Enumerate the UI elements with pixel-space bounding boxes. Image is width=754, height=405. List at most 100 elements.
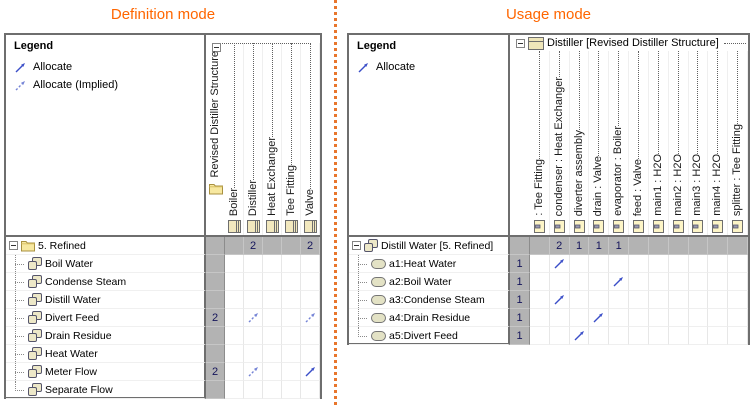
row-header[interactable]: Heat Water: [6, 345, 206, 363]
matrix-cell[interactable]: [708, 309, 729, 327]
matrix-cell[interactable]: [549, 309, 570, 327]
matrix-cell[interactable]: [244, 381, 263, 399]
matrix-cell[interactable]: [708, 237, 729, 255]
matrix-cell[interactable]: [244, 345, 263, 363]
matrix-cell[interactable]: [282, 273, 301, 291]
column-header[interactable]: splitter : Tee Fitting: [728, 51, 748, 235]
matrix-cell[interactable]: [728, 273, 748, 291]
matrix-cell[interactable]: 1: [569, 237, 590, 255]
matrix-cell[interactable]: [282, 327, 301, 345]
column-header[interactable]: drain : Valve: [589, 51, 610, 235]
matrix-cell[interactable]: [301, 363, 320, 381]
matrix-cell[interactable]: [301, 381, 320, 399]
row-header[interactable]: a4:Drain Residue: [349, 309, 510, 327]
matrix-cell[interactable]: [629, 291, 649, 309]
matrix-cell[interactable]: [688, 309, 709, 327]
matrix-cell[interactable]: [301, 291, 320, 309]
matrix-cell[interactable]: [263, 273, 282, 291]
column-header[interactable]: Boiler: [225, 43, 244, 235]
matrix-cell[interactable]: [648, 327, 669, 345]
row-header[interactable]: Meter Flow: [6, 363, 206, 381]
matrix-cell[interactable]: 2: [301, 237, 320, 255]
matrix-cell[interactable]: [708, 273, 729, 291]
row-header[interactable]: a2:Boil Water: [349, 273, 510, 291]
matrix-cell[interactable]: [244, 291, 263, 309]
matrix-cell[interactable]: [569, 309, 590, 327]
matrix-cell[interactable]: [668, 327, 689, 345]
matrix-cell[interactable]: [589, 309, 610, 327]
matrix-cell[interactable]: [569, 273, 590, 291]
matrix-cell[interactable]: [688, 327, 709, 345]
matrix-cell[interactable]: [609, 291, 630, 309]
matrix-cell[interactable]: [244, 363, 263, 381]
matrix-cell[interactable]: [263, 255, 282, 273]
row-header[interactable]: a3:Condense Steam: [349, 291, 510, 309]
row-header[interactable]: Divert Feed: [6, 309, 206, 327]
matrix-cell[interactable]: [263, 345, 282, 363]
matrix-cell[interactable]: [629, 237, 649, 255]
matrix-cell[interactable]: [301, 255, 320, 273]
matrix-cell[interactable]: [629, 309, 649, 327]
matrix-cell[interactable]: [225, 237, 244, 255]
matrix-cell[interactable]: [609, 327, 630, 345]
matrix-cell[interactable]: [589, 273, 610, 291]
column-header[interactable]: Tee Fitting: [282, 43, 301, 235]
matrix-cell[interactable]: [282, 291, 301, 309]
matrix-cell[interactable]: [282, 237, 301, 255]
matrix-cell[interactable]: [688, 255, 709, 273]
row-header[interactable]: Distill Water [5. Refined]: [349, 237, 510, 255]
matrix-cell[interactable]: [688, 237, 709, 255]
matrix-cell[interactable]: [225, 327, 244, 345]
matrix-cell[interactable]: [530, 255, 550, 273]
column-header[interactable]: Valve: [301, 43, 320, 235]
matrix-cell[interactable]: [569, 291, 590, 309]
column-header[interactable]: evaporator : Boiler: [609, 51, 630, 235]
matrix-cell[interactable]: [609, 273, 630, 291]
matrix-cell[interactable]: [728, 255, 748, 273]
row-header[interactable]: Condense Steam: [6, 273, 206, 291]
matrix-cell[interactable]: [244, 327, 263, 345]
matrix-cell[interactable]: [263, 309, 282, 327]
matrix-cell[interactable]: [569, 255, 590, 273]
matrix-cell[interactable]: [648, 255, 669, 273]
matrix-cell[interactable]: [629, 273, 649, 291]
matrix-cell[interactable]: [530, 237, 550, 255]
matrix-cell[interactable]: [225, 345, 244, 363]
matrix-cell[interactable]: [282, 381, 301, 399]
matrix-cell[interactable]: [263, 237, 282, 255]
column-header[interactable]: main1 : H2O: [649, 51, 669, 235]
matrix-cell[interactable]: [225, 381, 244, 399]
matrix-cell[interactable]: [708, 327, 729, 345]
matrix-cell[interactable]: 1: [609, 237, 630, 255]
matrix-cell[interactable]: [530, 273, 550, 291]
matrix-cell[interactable]: [688, 273, 709, 291]
row-header[interactable]: 5. Refined: [6, 237, 206, 255]
matrix-cell[interactable]: [225, 363, 244, 381]
matrix-cell[interactable]: [225, 309, 244, 327]
row-header[interactable]: Separate Flow: [6, 381, 206, 399]
matrix-cell[interactable]: [648, 309, 669, 327]
matrix-cell[interactable]: 1: [589, 237, 610, 255]
matrix-cell[interactable]: [629, 255, 649, 273]
matrix-cell[interactable]: [530, 291, 550, 309]
matrix-cell[interactable]: [225, 273, 244, 291]
collapse-expander[interactable]: [212, 39, 221, 57]
matrix-cell[interactable]: [668, 273, 689, 291]
row-header[interactable]: a1:Heat Water: [349, 255, 510, 273]
matrix-cell[interactable]: [301, 327, 320, 345]
matrix-cell[interactable]: [225, 255, 244, 273]
column-header[interactable]: Heat Exchanger: [263, 43, 282, 235]
matrix-cell[interactable]: [263, 327, 282, 345]
matrix-cell[interactable]: [708, 255, 729, 273]
matrix-cell[interactable]: [549, 327, 570, 345]
matrix-cell[interactable]: [301, 345, 320, 363]
matrix-cell[interactable]: [549, 255, 570, 273]
matrix-cell[interactable]: [728, 309, 748, 327]
matrix-cell[interactable]: [549, 273, 570, 291]
matrix-cell[interactable]: [225, 291, 244, 309]
matrix-cell[interactable]: [728, 327, 748, 345]
matrix-cell[interactable]: [282, 345, 301, 363]
matrix-cell[interactable]: [668, 309, 689, 327]
matrix-cell[interactable]: [688, 291, 709, 309]
row-header[interactable]: Boil Water: [6, 255, 206, 273]
